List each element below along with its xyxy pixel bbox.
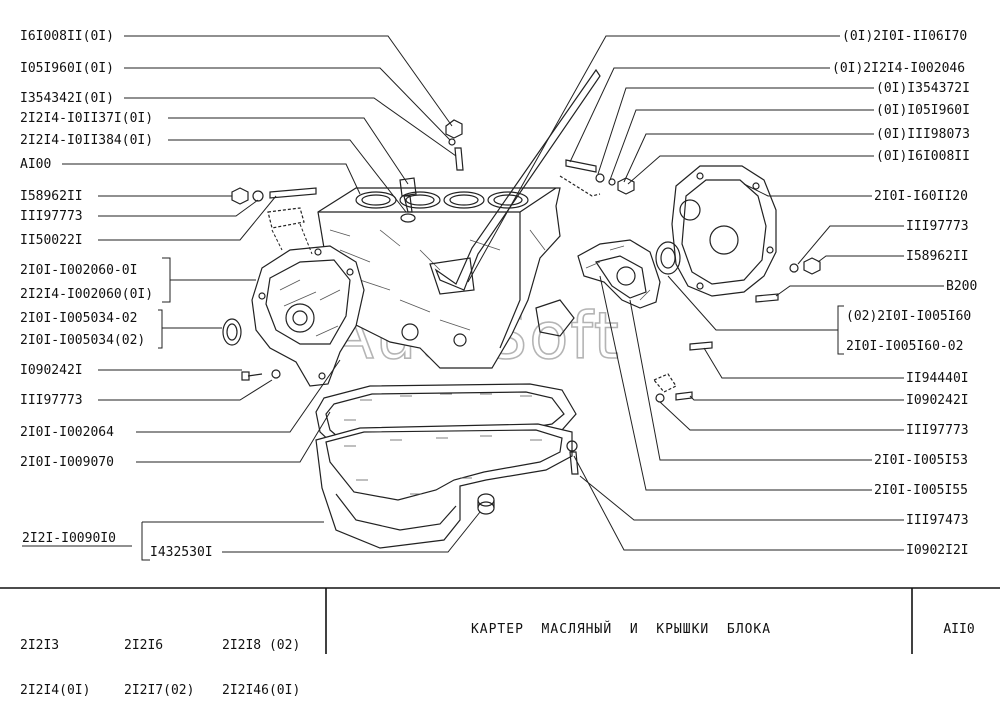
callout-label: I58962II <box>906 249 969 264</box>
callout-label: 2I0I-I002064 <box>20 425 114 440</box>
left-fasteners-drawing <box>231 187 317 255</box>
callout-label: III97773 <box>20 209 83 224</box>
sheet-number: AII0 <box>943 622 975 637</box>
callout-label: 2I0I-I009070 <box>20 455 114 470</box>
callout-label: I05I960I(0I) <box>20 61 114 76</box>
callout-label: 2I2I-I0090I0 <box>22 531 116 546</box>
callout-label: 2I0I-I005I60-02 <box>846 339 963 354</box>
callout-label: B200 <box>946 279 977 294</box>
callout-label: I432530I <box>150 545 213 560</box>
model-cell: 2I2I6 2I2I7(02) <box>124 608 194 728</box>
callout-label: II94440I <box>906 371 969 386</box>
model-cell: 2I2I3 2I2I4(0I) <box>20 608 90 728</box>
callout-label: III97773 <box>20 393 83 408</box>
model-line: 2I2I6 <box>124 638 164 653</box>
right-leader-lines <box>467 35 944 551</box>
callout-label: I58962II <box>20 189 83 204</box>
callout-label: AI00 <box>20 157 51 172</box>
page-title: КАРТЕР МАСЛЯНЫЙ И КРЫШКИ БЛОКА <box>470 622 772 637</box>
callout-label: (0I)III98073 <box>876 127 970 142</box>
left-callout-labels: I6I008II(0I) I05I960I(0I) I354342I(0I) 2… <box>20 29 213 560</box>
callout-label: II50022I <box>20 233 83 248</box>
left-leader-lines <box>22 35 481 561</box>
callout-label: III97773 <box>906 219 969 234</box>
callout-label: (0I)2I0I-II06I70 <box>842 29 967 44</box>
callout-label: 2I0I-I005I53 <box>874 453 968 468</box>
callout-label: (0I)I354372I <box>876 81 970 96</box>
oil-pan-drawing <box>315 383 579 549</box>
model-line: 2I2I46(0I) <box>222 683 301 698</box>
callout-label: III97473 <box>906 513 969 528</box>
callout-label: (0I)2I2I4-I002046 <box>832 61 965 76</box>
callout-label: 2I0I-I005034(02) <box>20 333 145 348</box>
callout-label: 2I0I-I005034-02 <box>20 311 137 326</box>
callout-label: I354342I(0I) <box>20 91 114 106</box>
callout-label: I0902I2I <box>906 543 969 558</box>
callout-label: 2I2I4-I002060(0I) <box>20 287 153 302</box>
exploded-parts-diagram: AutoSoft <box>0 29 1000 654</box>
right-callout-labels: (0I)2I0I-II06I70 (0I)2I2I4-I002046 (0I)I… <box>832 29 977 558</box>
callout-label: 2I2I4-I0II37I(0I) <box>20 111 153 126</box>
rear-cover-drawing <box>434 68 821 403</box>
model-line: 2I2I4(0I) <box>20 683 91 698</box>
callout-label: (0I)I05I960I <box>876 103 970 118</box>
front-cover-drawing <box>222 245 365 387</box>
callout-label: 2I2I4-I0II384(0I) <box>20 133 153 148</box>
callout-label: 2I0I-I60II20 <box>874 189 968 204</box>
callout-label: I090242I <box>20 363 83 378</box>
top-fasteners-drawing <box>399 119 464 223</box>
callout-label: (0I)I6I008II <box>876 149 970 164</box>
title-block-frame <box>0 587 1000 654</box>
callout-label: 2I0I-I005I55 <box>874 483 968 498</box>
model-line: 2I2I3 <box>20 638 60 653</box>
callout-label: I6I008II(0I) <box>20 29 114 44</box>
callout-label: III97773 <box>906 423 969 438</box>
title-block: 2I2I3 2I2I4(0I) 2I2I6 2I2I7(02) 2I2I8 (0… <box>0 588 1000 698</box>
callout-label: I090242I <box>906 393 969 408</box>
callout-label: 2I0I-I002060-0I <box>20 263 137 278</box>
model-line: 2I2I7(02) <box>124 683 195 698</box>
model-line: 2I2I8 (02) <box>222 638 301 653</box>
callout-label: (02)2I0I-I005I60 <box>846 309 971 324</box>
model-cell: 2I2I8 (02) 2I2I46(0I) <box>222 608 300 728</box>
